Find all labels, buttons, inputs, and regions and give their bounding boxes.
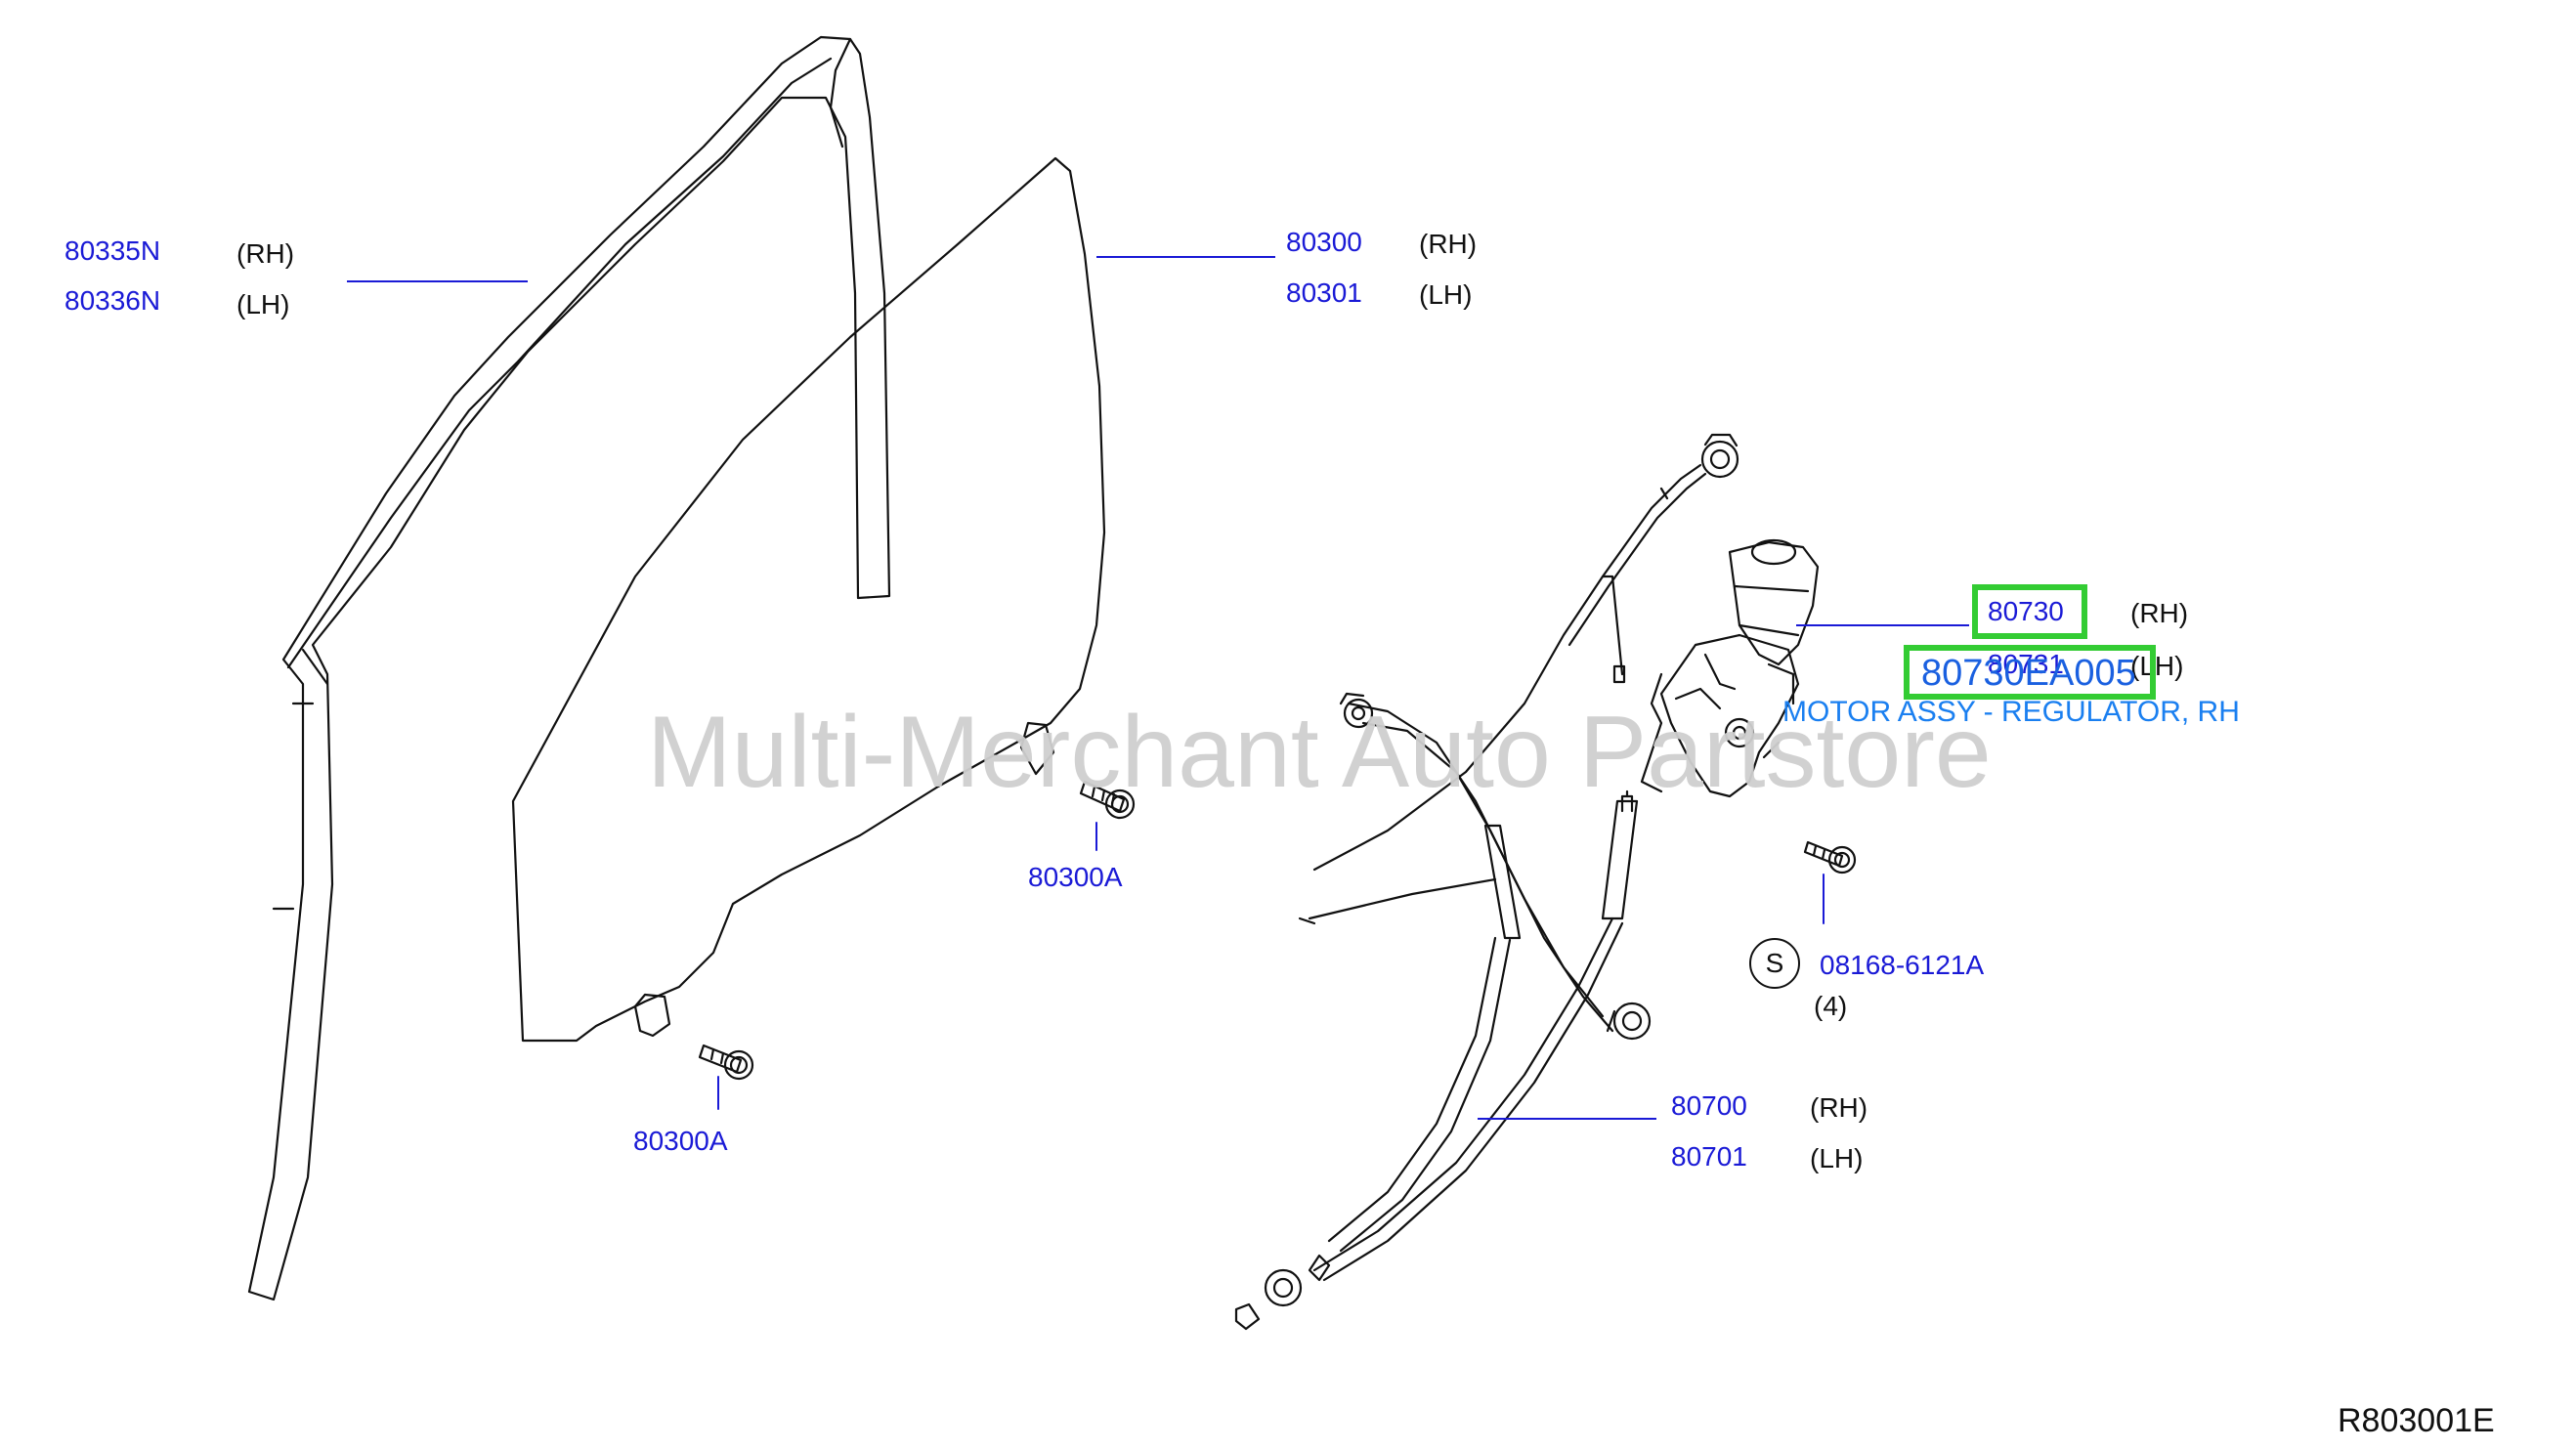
grommet-icon <box>1234 433 1739 1331</box>
side-label-lh: (LH) <box>1419 279 1473 310</box>
side-label-rh: (RH) <box>236 238 295 269</box>
part-number-80301[interactable]: 80301 <box>1286 277 1362 308</box>
bolt-upper-icon <box>1079 780 1136 820</box>
part-number-80335n[interactable]: 80335N <box>64 235 161 266</box>
watermark: Multi-Merchant Auto Partstore <box>647 696 1992 809</box>
part-number-80300a-upper[interactable]: 80300A <box>1028 862 1123 892</box>
door-sash <box>247 35 891 1301</box>
part-number-80701[interactable]: 80701 <box>1671 1141 1747 1172</box>
selected-part-number[interactable]: 80730EA005 <box>1921 653 2136 694</box>
standard-part-symbol-text: S <box>1765 948 1784 978</box>
standard-part-symbol: S <box>1749 938 1800 989</box>
part-number-80300a-lower[interactable]: 80300A <box>633 1126 728 1156</box>
selected-part-description: MOTOR ASSY - REGULATOR, RH <box>1782 696 2240 728</box>
part-number-80700[interactable]: 80700 <box>1671 1090 1747 1121</box>
side-label-rh: (RH) <box>1419 229 1478 259</box>
window-regulator <box>1298 463 1707 1282</box>
door-glass <box>511 156 1106 1043</box>
side-label-lh: (LH) <box>1810 1143 1864 1173</box>
highlight-selected-part <box>1904 645 2156 700</box>
quantity-label: (4) <box>1814 991 1848 1021</box>
side-label-rh: (RH) <box>2130 598 2189 628</box>
part-number-80336n[interactable]: 80336N <box>64 285 161 316</box>
part-number-80300[interactable]: 80300 <box>1286 227 1362 257</box>
highlight-80730 <box>1972 584 2087 639</box>
bolt-lower-icon <box>698 1044 754 1081</box>
side-label-lh: (LH) <box>2130 651 2184 681</box>
screw-icon <box>1803 840 1857 874</box>
part-number-08168-6121a[interactable]: 08168-6121A <box>1820 950 1985 980</box>
part-number-80731[interactable]: 80731 <box>1988 649 2064 679</box>
part-number-80730[interactable]: 80730 <box>1988 596 2064 626</box>
side-label-rh: (RH) <box>1810 1092 1868 1123</box>
drawing-code: R803001E <box>2338 1402 2495 1439</box>
side-label-lh: (LH) <box>236 289 290 320</box>
